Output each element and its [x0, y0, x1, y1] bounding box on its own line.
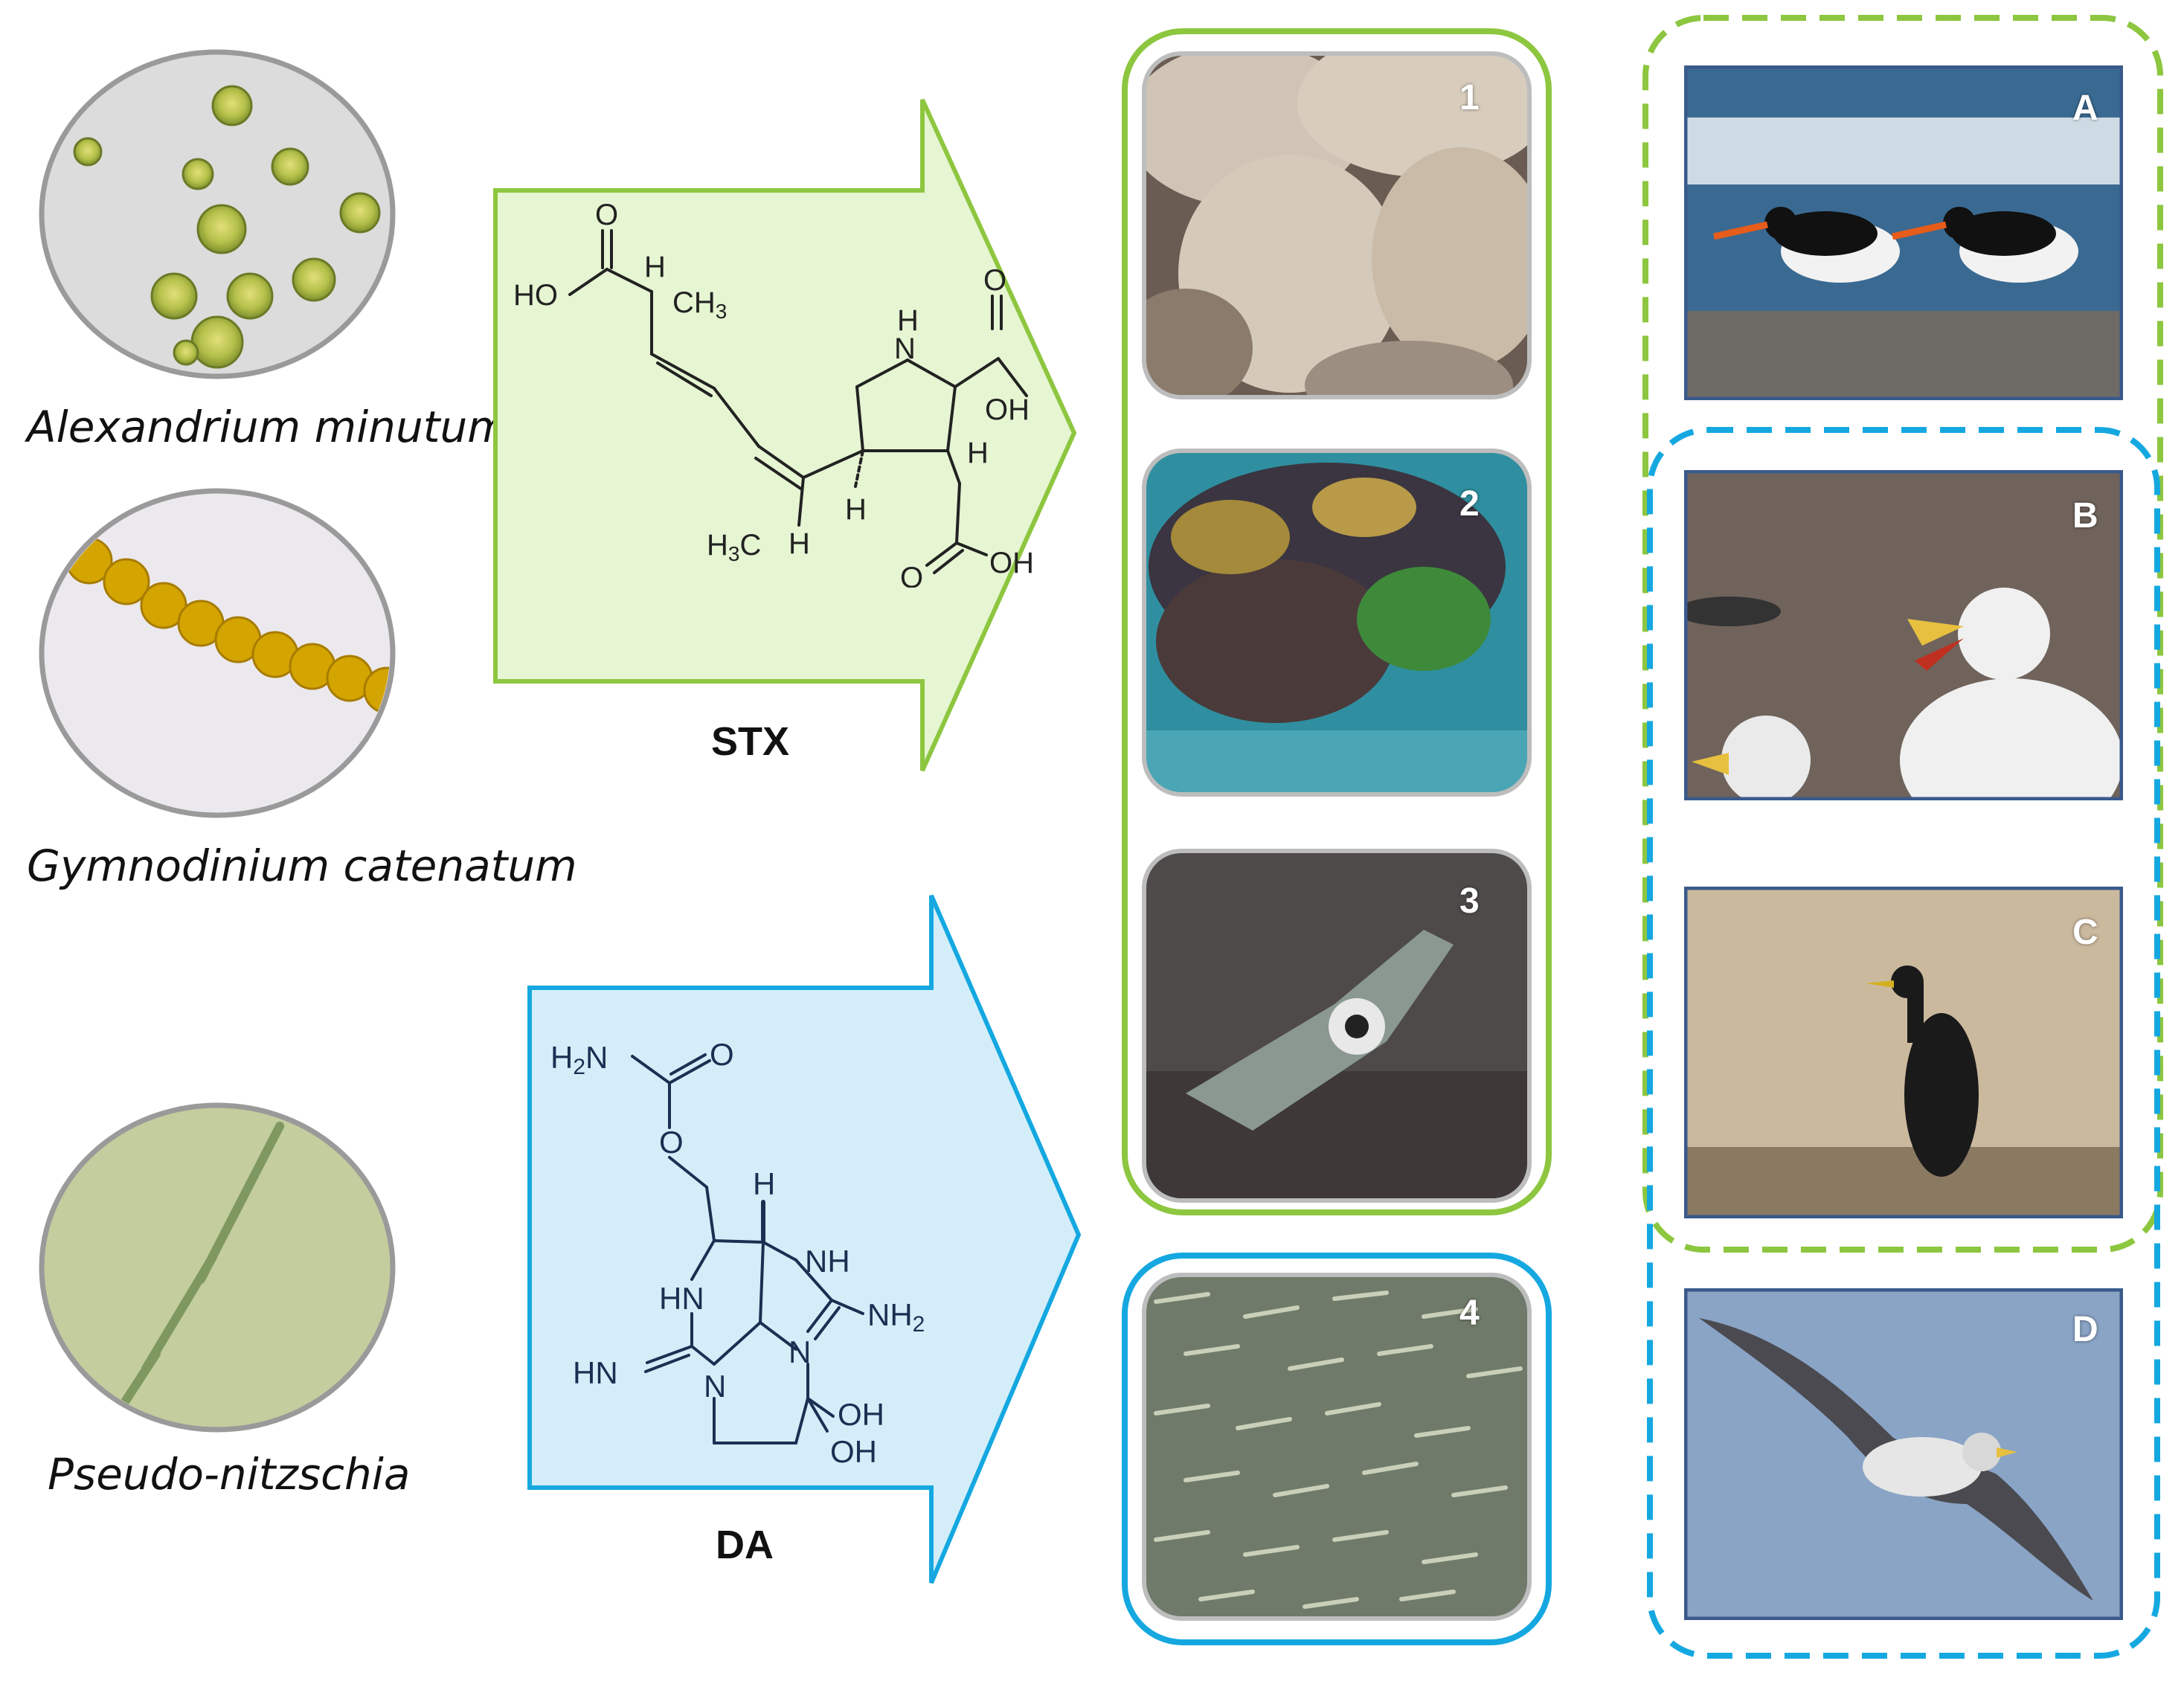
prey-number-2: 2 — [1459, 484, 1480, 524]
bird-group-blue-dashed-outline — [1647, 427, 2160, 1659]
saxitoxin-structure-icon: O HO H CH3 N H O OH H H H H3C O OH — [513, 201, 1034, 588]
toxin-label-stx: STX — [711, 719, 790, 764]
da-atom-oh2: OH — [830, 1434, 877, 1469]
prey-number-3: 3 — [1459, 881, 1480, 921]
prey-number-1: 1 — [1459, 78, 1480, 118]
bird-letter-a: A — [2072, 89, 2098, 128]
species-label-alexandrium: Alexandrium minutum — [27, 402, 510, 452]
da-atom-o1: O — [710, 1037, 734, 1072]
da-atom-nh2: NH2 — [867, 1297, 925, 1337]
da-atom-hn2: HN — [573, 1355, 618, 1390]
bird-letter-d: D — [2072, 1310, 2098, 1349]
oystercatcher-icon — [1684, 65, 2123, 400]
toxin-label-da: DA — [716, 1523, 774, 1567]
sand-eel-fish-icon — [1142, 849, 1532, 1203]
species-label-pseudo-nitzschia: Pseudo-nitzschia — [48, 1449, 411, 1500]
stx-atom-o3: O — [900, 562, 923, 588]
domoic-acid-arrow — [527, 894, 1082, 1584]
prey-number-4: 4 — [1459, 1293, 1480, 1333]
da-atom-o2: O — [659, 1125, 684, 1160]
stx-atom-ho: HO — [513, 279, 558, 312]
domoic-acid-structure-icon: H2N O O H HN NH NH2 N HN N OH OH — [550, 1037, 925, 1469]
microscope-cells-icon — [39, 49, 396, 379]
cell-chain-icon — [39, 488, 396, 818]
shag-icon — [1684, 887, 2123, 1218]
clams-icon — [1142, 51, 1532, 399]
da-atom-n2: N — [704, 1369, 726, 1404]
stx-atom-oh: OH — [985, 393, 1030, 426]
bird-letter-b: B — [2072, 496, 2098, 536]
stx-atom-h3: H — [845, 493, 867, 526]
fish-school-icon — [1142, 1273, 1532, 1621]
gull-icon — [1684, 470, 2123, 800]
species-label-gymnodinium: Gymnodinium catenatum — [27, 841, 577, 891]
shearwater-icon — [1684, 1288, 2123, 1620]
diatom-needle-icon — [39, 1102, 396, 1433]
da-atom-h: H — [753, 1166, 775, 1201]
stx-atom-h2: H — [967, 437, 989, 469]
da-atom-oh1: OH — [838, 1397, 884, 1432]
stx-atom-h4: H — [789, 527, 810, 560]
prey-group-green-outline — [1122, 28, 1552, 1215]
saxitoxin-arrow — [493, 98, 1077, 772]
da-atom-nh: NH — [805, 1244, 850, 1279]
mussels-icon — [1142, 449, 1532, 797]
bird-letter-c: C — [2072, 913, 2098, 952]
stx-atom-ch3: CH3 — [672, 286, 727, 323]
stx-atom-n: N — [894, 332, 916, 365]
stx-atom-h3c: H3C — [707, 529, 761, 565]
da-atom-h2n: H2N — [550, 1040, 608, 1079]
stx-atom-h: H — [644, 251, 666, 283]
stx-atom-oh2: OH — [989, 547, 1034, 579]
stx-atom-nh-h: H — [897, 304, 919, 337]
stx-atom-o: O — [595, 201, 618, 231]
da-atom-n1: N — [789, 1334, 811, 1369]
stx-atom-o2: O — [983, 264, 1006, 297]
prey-group-blue-outline — [1122, 1253, 1552, 1645]
da-atom-hn1: HN — [659, 1281, 704, 1316]
